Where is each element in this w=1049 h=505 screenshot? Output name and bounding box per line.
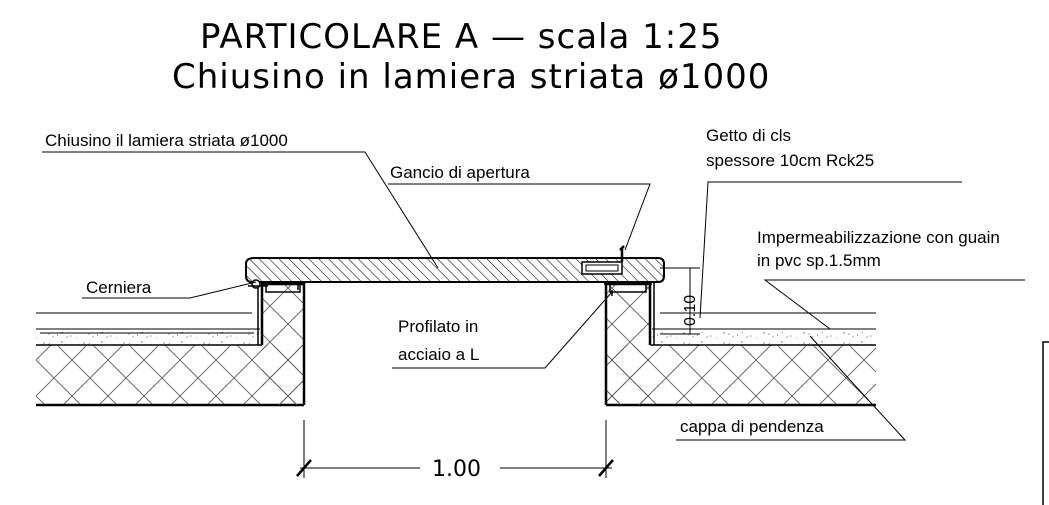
label-getto-2: spessore 10cm Rck25 (706, 151, 874, 170)
thickness-dimension: 0.10 (660, 267, 700, 335)
title-line-1: PARTICOLARE A — scala 1:25 (200, 17, 723, 57)
label-getto-1: Getto di cls (706, 126, 791, 145)
label-profilato-1: Profilato in (398, 317, 478, 336)
manhole-cover (245, 245, 665, 283)
left-wall (257, 282, 306, 405)
label-impermeab-1: Impermeabilizzazione con guain (757, 228, 1000, 247)
span-dimension: 1.00 (296, 420, 614, 482)
right-wall (604, 282, 655, 405)
label-profilato-2: acciaio a L (398, 345, 479, 364)
left-soil-hatch (36, 345, 304, 405)
span-dimension-text: 1.00 (432, 457, 481, 482)
leader-lines (42, 151, 1025, 441)
left-ground (36, 312, 304, 407)
thickness-dimension-text: 0.10 (682, 295, 699, 326)
left-concrete-layer (36, 332, 260, 345)
label-gancio: Gancio di apertura (390, 163, 530, 182)
label-impermeab-2: in pvc sp.1.5mm (757, 251, 881, 270)
label-cappa: cappa di pendenza (680, 417, 824, 436)
label-chiusino: Chiusino il lamiera striata ø1000 (45, 131, 288, 150)
frame-edge (1042, 341, 1049, 505)
label-cerniera: Cerniera (86, 278, 152, 297)
right-ground (606, 312, 876, 407)
title-line-2: Chiusino in lamiera striata ø1000 (172, 57, 770, 97)
